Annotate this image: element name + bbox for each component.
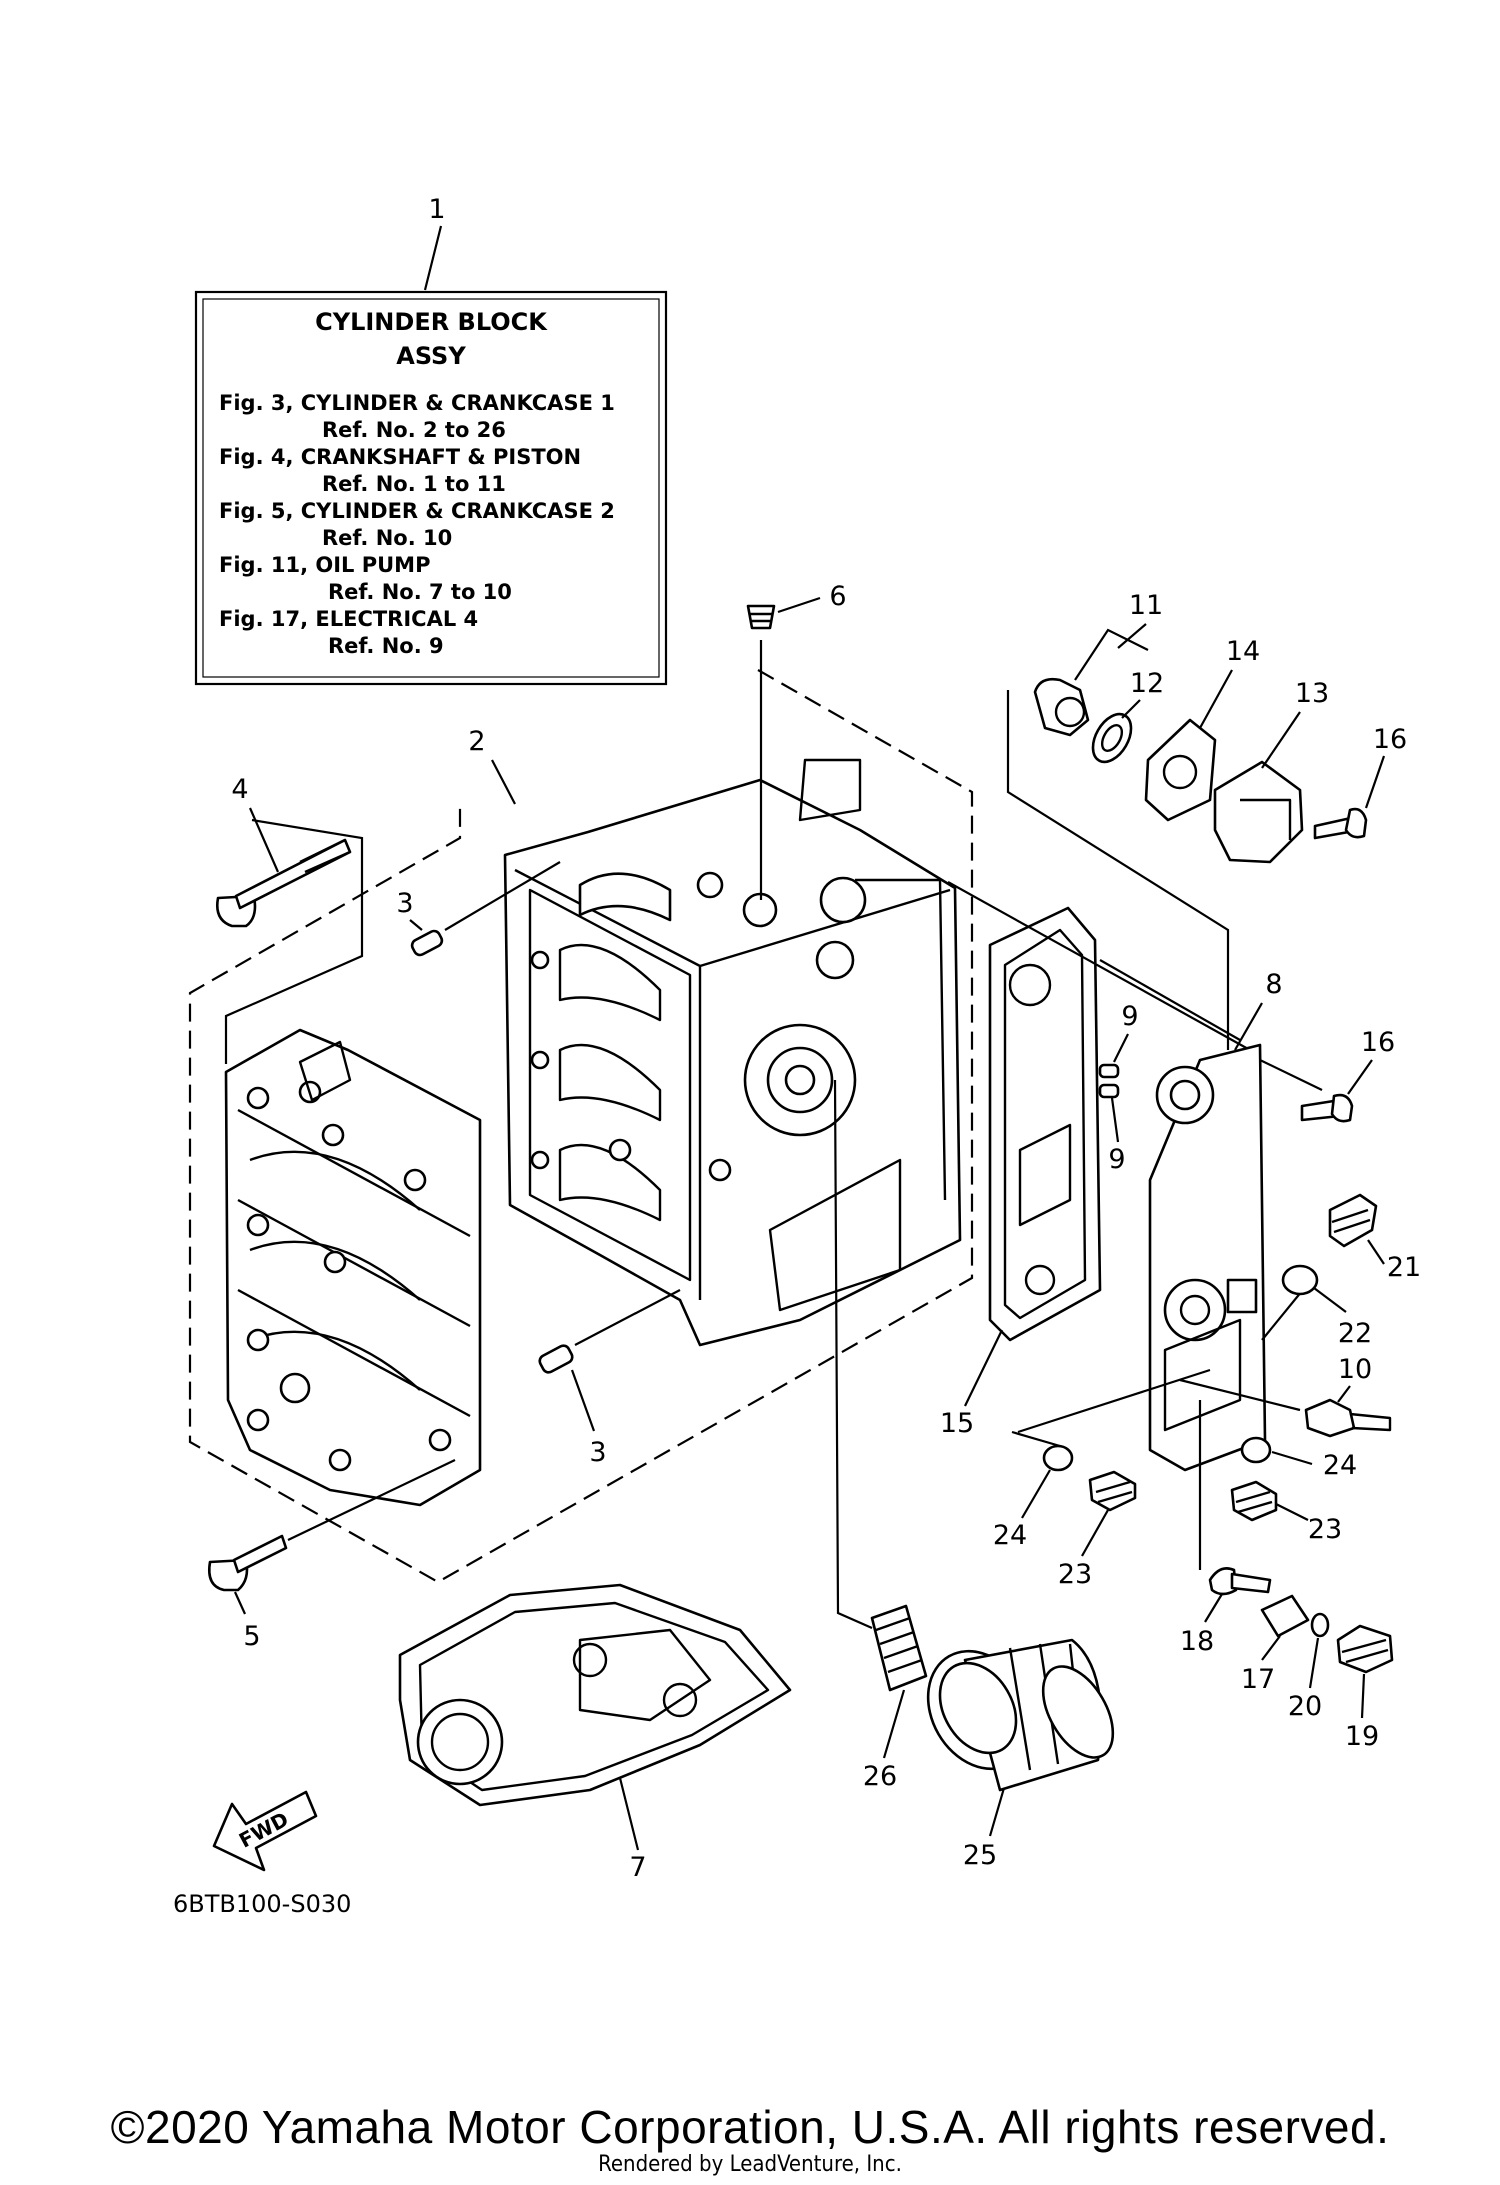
part-5-bolt <box>208 1459 456 1592</box>
callout-21[interactable]: 21 <box>1387 1252 1421 1283</box>
callout-22[interactable]: 22 <box>1338 1318 1372 1349</box>
callout-3-lower[interactable]: 3 <box>589 1437 606 1468</box>
cylinder-block <box>503 758 962 1347</box>
callout-14[interactable]: 14 <box>1226 636 1260 667</box>
part-20-ring <box>1310 1612 1330 1638</box>
part-24-washer-right <box>1240 1436 1272 1464</box>
callout-4[interactable]: 4 <box>231 774 248 805</box>
box-title-2: ASSY <box>396 342 466 370</box>
part-11-fitting <box>1033 677 1090 737</box>
rendered-by-text: Rendered by LeadVenture, Inc. <box>598 2152 902 2177</box>
callout-23-right[interactable]: 23 <box>1308 1514 1342 1545</box>
callout-10[interactable]: 10 <box>1338 1354 1372 1385</box>
part-12-washer <box>1091 712 1133 764</box>
callout-26[interactable]: 26 <box>863 1761 897 1792</box>
box-line: Ref. No. 9 <box>328 634 444 658</box>
callout-9-upper[interactable]: 9 <box>1121 1001 1138 1032</box>
part-23-plug-right <box>1230 1480 1278 1522</box>
callout-25[interactable]: 25 <box>963 1840 997 1871</box>
box-line: Ref. No. 1 to 11 <box>322 472 506 496</box>
callout-16-lower[interactable]: 16 <box>1361 1027 1395 1058</box>
part-4-bolt <box>216 838 352 928</box>
callout-19[interactable]: 19 <box>1345 1721 1379 1752</box>
part-13-housing <box>1213 760 1304 864</box>
box-line: Ref. No. 10 <box>322 526 452 550</box>
part-15-gasket <box>988 906 1102 1342</box>
callout-15[interactable]: 15 <box>940 1408 974 1439</box>
callout-5[interactable]: 5 <box>243 1621 260 1652</box>
callout-20[interactable]: 20 <box>1288 1691 1322 1722</box>
part-26-stud <box>870 1604 928 1692</box>
callout-6[interactable]: 6 <box>829 581 846 612</box>
part-7-gasket <box>398 1583 792 1807</box>
info-box: 1 CYLINDER BLOCK ASSY Fig. 3, CYLINDER &… <box>194 194 668 686</box>
part-17-spacer <box>1260 1594 1310 1638</box>
crankcase-half <box>224 1028 482 1507</box>
box-line: Fig. 17, ELECTRICAL 4 <box>219 607 478 631</box>
callout-13[interactable]: 13 <box>1295 678 1329 709</box>
fwd-arrow: FWD <box>212 1790 318 1872</box>
box-line: Fig. 4, CRANKSHAFT & PISTON <box>219 445 581 469</box>
part-24-washer-left <box>1042 1444 1074 1472</box>
callouts: 2 3 3 4 5 6 7 8 9 9 10 11 12 13 14 15 16 <box>231 581 1421 1883</box>
part-9-dowel-b <box>1098 1083 1120 1099</box>
callout-3-upper[interactable]: 3 <box>396 888 413 919</box>
part-9-dowel-a <box>1098 1063 1120 1079</box>
part-16-bolt-lower <box>1300 1093 1354 1123</box>
callout-17[interactable]: 17 <box>1241 1664 1275 1695</box>
callout-2[interactable]: 2 <box>468 726 485 757</box>
box-title-1: CYLINDER BLOCK <box>315 308 548 336</box>
callout-1[interactable]: 1 <box>428 194 445 225</box>
callout-9-lower[interactable]: 9 <box>1108 1144 1125 1175</box>
part-14-gasket <box>1144 718 1217 822</box>
callout-18[interactable]: 18 <box>1180 1626 1214 1657</box>
callout-24-right[interactable]: 24 <box>1323 1450 1357 1481</box>
part-16-bolt-upper <box>1313 807 1368 840</box>
callout-23-left[interactable]: 23 <box>1058 1559 1092 1590</box>
part-8-cover <box>1148 1043 1267 1472</box>
box-line: Fig. 11, OIL PUMP <box>219 553 430 577</box>
callout-11[interactable]: 11 <box>1129 590 1163 621</box>
callout-12[interactable]: 12 <box>1130 668 1164 699</box>
copyright-text: ©2020 Yamaha Motor Corporation, U.S.A. A… <box>110 2101 1390 2153</box>
part-19-plug <box>1336 1624 1394 1674</box>
part-3-dowel-lower <box>538 1289 681 1374</box>
box-line: Fig. 3, CYLINDER & CRANKCASE 1 <box>219 391 615 415</box>
callout-8[interactable]: 8 <box>1265 969 1282 1000</box>
box-line: Ref. No. 7 to 10 <box>328 580 512 604</box>
box-line: Fig. 5, CYLINDER & CRANKCASE 2 <box>219 499 615 523</box>
part-23-plug-left <box>1088 1470 1137 1512</box>
part-3-dowel-upper <box>410 861 561 957</box>
assembly-outline <box>188 669 974 1584</box>
part-10-fitting <box>1304 1398 1392 1438</box>
part-18-bolt <box>1208 1567 1272 1596</box>
part-22-o-ring <box>1281 1264 1319 1296</box>
part-25-oil-filter <box>926 1638 1115 1792</box>
part-6-plug <box>746 604 776 900</box>
diagram-code: 6BTB100-S030 <box>173 1890 351 1918</box>
callout-7[interactable]: 7 <box>629 1852 646 1883</box>
callout-24-left[interactable]: 24 <box>993 1520 1027 1551</box>
box-line: Ref. No. 2 to 26 <box>322 418 506 442</box>
callout-16-upper[interactable]: 16 <box>1373 724 1407 755</box>
part-21-plug <box>1328 1193 1378 1248</box>
